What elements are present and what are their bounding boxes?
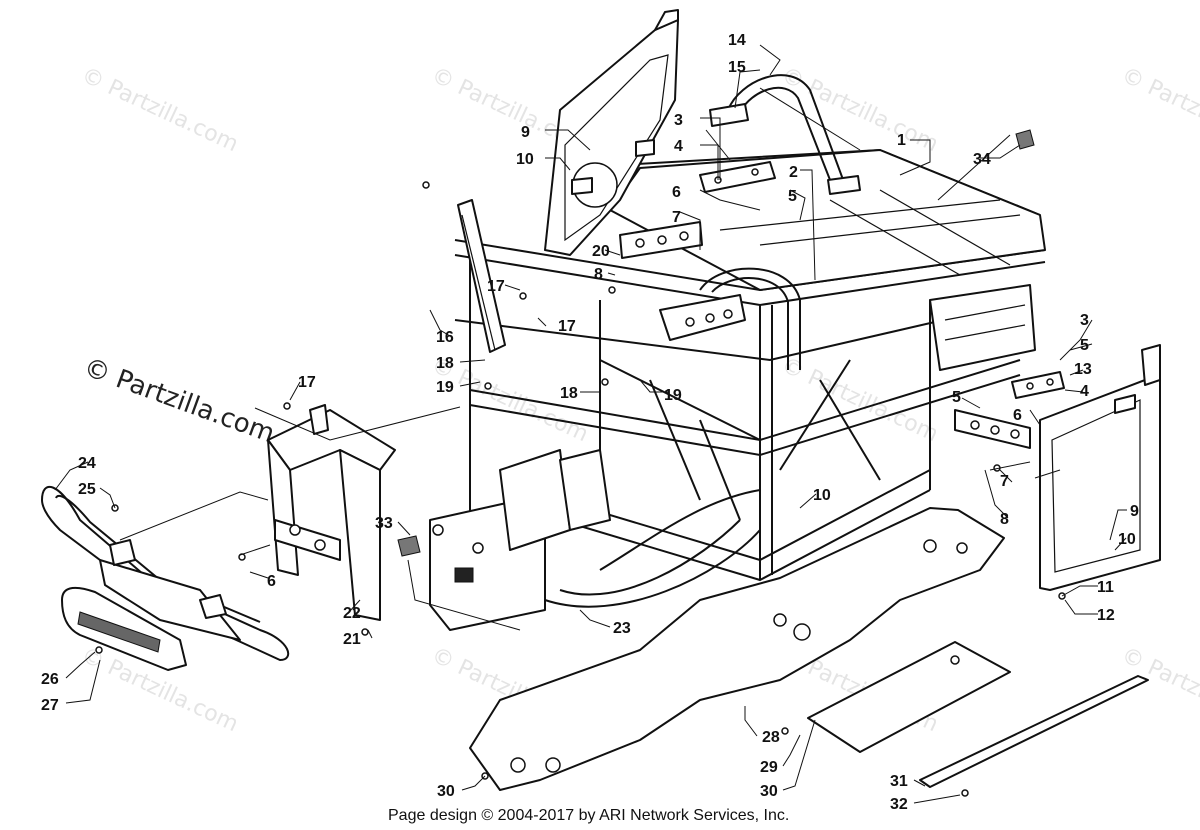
watermark-tile: © Partzilla.com	[777, 353, 941, 447]
callout-label: 18	[560, 385, 578, 402]
callout-labels: 1 2 3 3 4 4 5 5 5 6 6 6 7 7 8 8 9 9 10 1…	[41, 32, 1139, 813]
callout-label: 5	[1080, 337, 1089, 354]
callout-label: 26	[41, 671, 59, 688]
watermark-tile: © Partzilla.com	[77, 63, 241, 157]
seat-plate-right-drawing	[954, 409, 1031, 449]
decal-33-drawing	[397, 535, 421, 557]
callout-label: 4	[674, 138, 683, 155]
callout-label: 23	[613, 620, 631, 637]
callout-label: 17	[487, 278, 505, 295]
front-grille-drawing	[61, 586, 187, 671]
callout-label: 20	[592, 243, 610, 260]
left-side-panel-drawing	[544, 9, 679, 256]
callout-label: 17	[558, 318, 576, 335]
hardware-drawing	[95, 181, 1066, 797]
callout-label: 32	[890, 796, 908, 813]
callout-label: 16	[436, 329, 454, 346]
callout-label: 21	[343, 631, 361, 648]
callout-label: 7	[1000, 473, 1009, 490]
callout-label: 8	[594, 266, 603, 283]
side-rail-drawing	[919, 675, 1149, 788]
callout-label: 28	[762, 729, 780, 746]
watermark-main: © Partzilla.com	[80, 352, 279, 449]
callout-label: 8	[1000, 511, 1009, 528]
callout-label: 6	[1013, 407, 1022, 424]
callout-label: 9	[1130, 503, 1139, 520]
callout-label: 9	[521, 124, 530, 141]
seat-bracket-right-drawing	[1011, 371, 1065, 399]
callout-label: 17	[298, 374, 316, 391]
decal-34-drawing	[1015, 129, 1035, 150]
front-bumper-mount-drawing	[267, 404, 396, 621]
callout-label: 14	[728, 32, 746, 49]
callout-label: 31	[890, 773, 908, 790]
seat-plate-left-drawing	[619, 221, 703, 259]
callout-label: 27	[41, 697, 59, 714]
callout-label: 18	[436, 355, 454, 372]
callout-label: 13	[1074, 361, 1092, 378]
callout-label: 3	[674, 112, 683, 129]
skid-plate-drawing	[469, 507, 1005, 791]
callout-label: 22	[343, 605, 361, 622]
callout-label: 2	[789, 164, 798, 181]
callout-label: 19	[664, 387, 682, 404]
callout-label: 29	[760, 759, 778, 776]
callout-label: 1	[897, 132, 906, 149]
watermark-tile: © Partzilla.com	[1117, 63, 1200, 157]
callout-label: 4	[1080, 383, 1089, 400]
rear-skid-plate-drawing	[807, 641, 1011, 753]
callout-label: 5	[788, 188, 797, 205]
callout-label: 11	[1097, 579, 1114, 596]
front-bumper-drawing	[40, 485, 290, 662]
callout-label: 24	[78, 455, 96, 472]
copyright-footer: Page design © 2004-2017 by ARI Network S…	[388, 807, 789, 824]
callout-label: 10	[813, 487, 831, 504]
leader-lines	[54, 44, 1127, 804]
assembly-guide-lines	[119, 87, 1061, 631]
callout-label: 33	[375, 515, 393, 532]
callout-label: 15	[728, 59, 746, 76]
callout-label: 34	[973, 151, 991, 168]
callout-label: 25	[78, 481, 96, 498]
right-side-panel-drawing	[1039, 344, 1161, 591]
callout-label: 30	[760, 783, 778, 800]
grab-bar-drawing	[709, 74, 861, 195]
callout-label: 10	[516, 151, 534, 168]
left-upright-post-drawing	[457, 199, 506, 353]
callout-label: 6	[267, 573, 276, 590]
callout-label: 3	[1080, 312, 1089, 329]
callout-label: 19	[436, 379, 454, 396]
callout-label: 7	[672, 209, 681, 226]
callout-label: 5	[952, 389, 961, 406]
callout-label: 30	[437, 783, 455, 800]
callout-label: 10	[1118, 531, 1136, 548]
callout-label: 6	[672, 184, 681, 201]
callout-label: 12	[1097, 607, 1115, 624]
